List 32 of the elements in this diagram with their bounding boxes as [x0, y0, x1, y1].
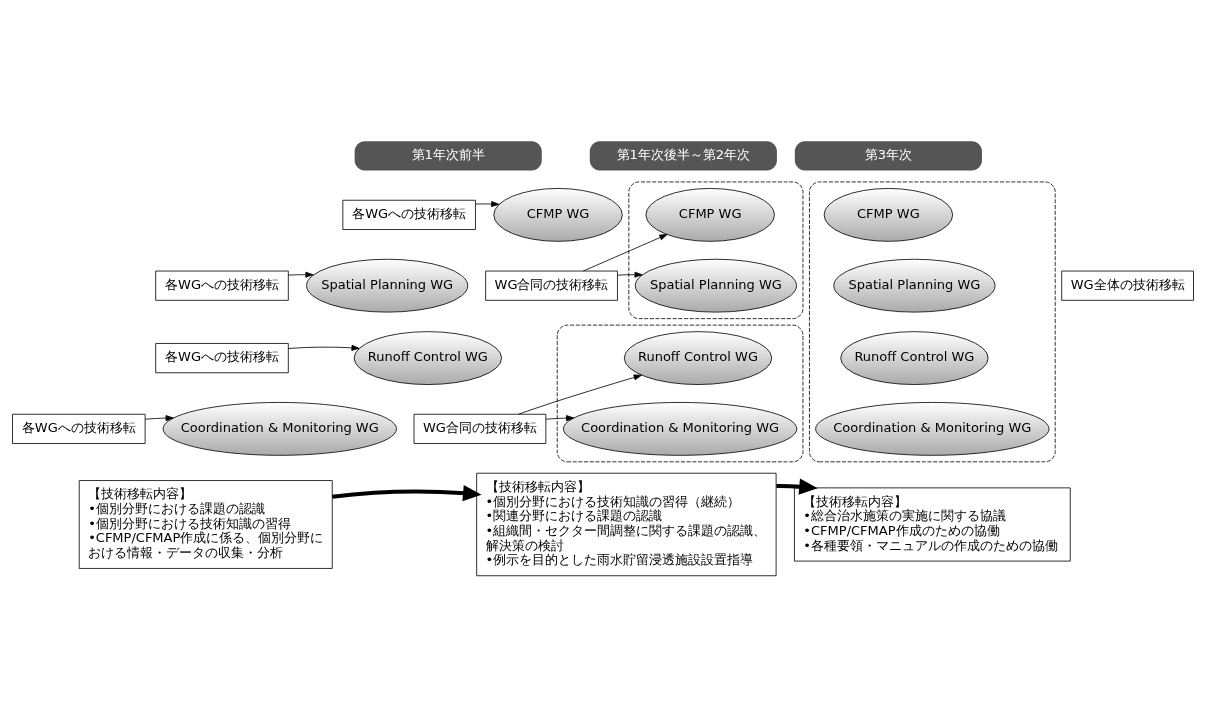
node-box: 第1年次後半～第2年次 [589, 141, 777, 171]
arrow [475, 201, 500, 207]
arrow [582, 234, 668, 272]
arrow [545, 415, 575, 422]
node-ellipse: Coordination & Monitoring WG [815, 402, 1050, 456]
arrow [287, 344, 360, 351]
node-box: 各WGへの技術移転 [12, 413, 146, 444]
arrow [332, 485, 482, 502]
node-box: WG全体の技術移転 [1061, 270, 1194, 301]
arrow [288, 271, 314, 278]
node-ellipse: Runoff Control WG [623, 331, 773, 385]
node-ellipse: Runoff Control WG [840, 331, 989, 385]
node-box: 各WGへの技術移転 [155, 270, 289, 301]
node-box: 各WGへの技術移転 [342, 199, 476, 230]
node-ellipse: Coordination & Monitoring WG [562, 402, 798, 456]
node-box: 第3年次 [794, 141, 982, 171]
cluster [556, 324, 804, 463]
node-ellipse: Spatial Planning WG [833, 258, 996, 313]
arrow [144, 415, 174, 422]
cluster [809, 181, 1056, 463]
node-box: 【技術移転内容】 •個別分野における課題の認識 •個別分野における技術知識の習得 •CFMP/CFMAP作成に係る、個別分野における情報・データの収集・分析 [78, 480, 333, 569]
node-box: 【技術移転内容】 •総合治水施策の実施に関する協議 •CFMP/CFMAP作成のための協働 •各種要領・マニュアルの作成のための協働 [794, 487, 1071, 562]
arrow [776, 478, 818, 495]
node-box: WG合同の技術移転 [413, 413, 547, 444]
node-box: WG合同の技術移転 [485, 270, 618, 301]
arrow [617, 271, 643, 278]
node-box: 【技術移転内容】 •個別分野における技術知識の習得（継続） •関連分野における課題の認識 •組織間・セクター間調整に関する課題の認識、解決策の検討 •例示を目的とした雨水貯留浸透施設設置指導 [476, 472, 777, 577]
node-box: 各WGへの技術移転 [155, 343, 289, 374]
arrow [518, 374, 642, 415]
node-ellipse: CFMP WG [823, 188, 954, 242]
node-box: 第1年次前半 [354, 141, 542, 171]
cluster [628, 181, 804, 320]
